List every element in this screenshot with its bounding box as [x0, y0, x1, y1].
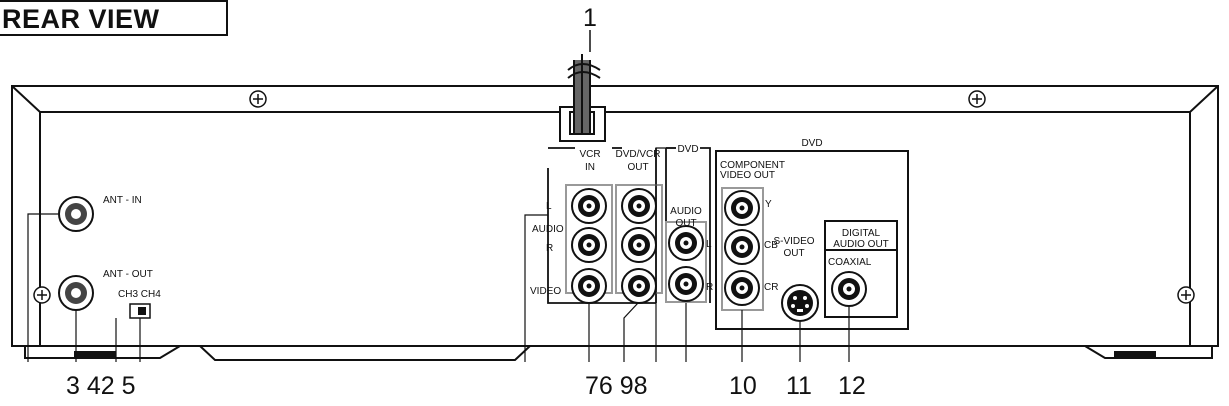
component-y-jack	[724, 190, 760, 226]
cr-label: CR	[764, 282, 778, 293]
svideo-jack	[781, 284, 819, 322]
vcr-in-audio-r-jack	[571, 227, 607, 263]
callout-lines-mid	[524, 147, 687, 362]
screw-icon	[33, 286, 51, 304]
ant-in-label: ANT - IN	[103, 195, 142, 206]
dvdvcr-out-audio-r-jack	[621, 227, 657, 263]
dvd-audio-out-l-jack	[668, 225, 704, 261]
callout-3-4-2-5: 3 42 5	[66, 372, 136, 400]
component-cr-jack	[724, 270, 760, 306]
digital-label-2: AUDIO OUT	[833, 239, 889, 250]
callout-10: 10	[729, 372, 757, 400]
component-label-2: VIDEO OUT	[720, 170, 775, 181]
dvd-audio-group-label: DVD	[677, 144, 698, 155]
screw-icon	[1177, 286, 1195, 304]
callout-lines-right	[741, 307, 850, 362]
audio-label: AUDIO	[532, 224, 564, 235]
dvdvcr-out-label: OUT	[627, 162, 648, 173]
screw-icon	[249, 90, 267, 108]
power-cord	[559, 54, 606, 142]
y-label: Y	[765, 199, 772, 210]
dvd-panel-label: DVD	[801, 138, 822, 149]
vcr-in-video-jack	[571, 268, 607, 304]
coaxial-label: COAXIAL	[828, 257, 872, 268]
vcr-in-audio-l-jack	[571, 188, 607, 224]
video-label: VIDEO	[530, 286, 561, 297]
vcr-in-label: IN	[585, 162, 595, 173]
component-cb-jack	[724, 229, 760, 265]
dvdvcr-out-video-jack	[621, 268, 657, 304]
audio-l-label: L	[546, 201, 552, 212]
callout-11: 11	[786, 372, 812, 400]
screw-icon	[968, 90, 986, 108]
ant-out-label: ANT - OUT	[103, 269, 153, 280]
audio-out-label-1: AUDIO	[670, 206, 702, 217]
diagram-title: REAR VIEW	[0, 0, 228, 36]
audio-out-l-label: L	[706, 239, 712, 250]
vcr-label: VCR	[579, 149, 600, 160]
dvdvcr-out-audio-l-jack	[621, 188, 657, 224]
cb-label: CB	[764, 240, 778, 251]
feet	[24, 345, 1213, 361]
callout-7-6-9-8: 76 98	[585, 372, 648, 400]
audio-out-label-2: OUT	[675, 218, 696, 229]
audio-r-label: R	[546, 243, 553, 254]
chassis	[11, 85, 1219, 347]
audio-out-r-label: R	[706, 282, 713, 293]
digital-label-1: DIGITAL	[842, 228, 881, 239]
coaxial-jack	[831, 271, 867, 307]
component-label-1: COMPONENT	[720, 160, 785, 171]
callout-12: 12	[838, 372, 866, 400]
callout-lines-left	[27, 213, 141, 362]
dvd-audio-out-r-jack	[668, 266, 704, 302]
callout-1: 1	[583, 4, 597, 32]
antenna-in-jack	[58, 196, 94, 232]
svideo-label-2: OUT	[783, 248, 804, 259]
ch3ch4-label: CH3 CH4	[118, 289, 161, 300]
svideo-label-1: S-VIDEO	[773, 236, 814, 247]
dvdvcr-label: DVD/VCR	[615, 149, 660, 160]
antenna-out-jack	[58, 275, 94, 311]
